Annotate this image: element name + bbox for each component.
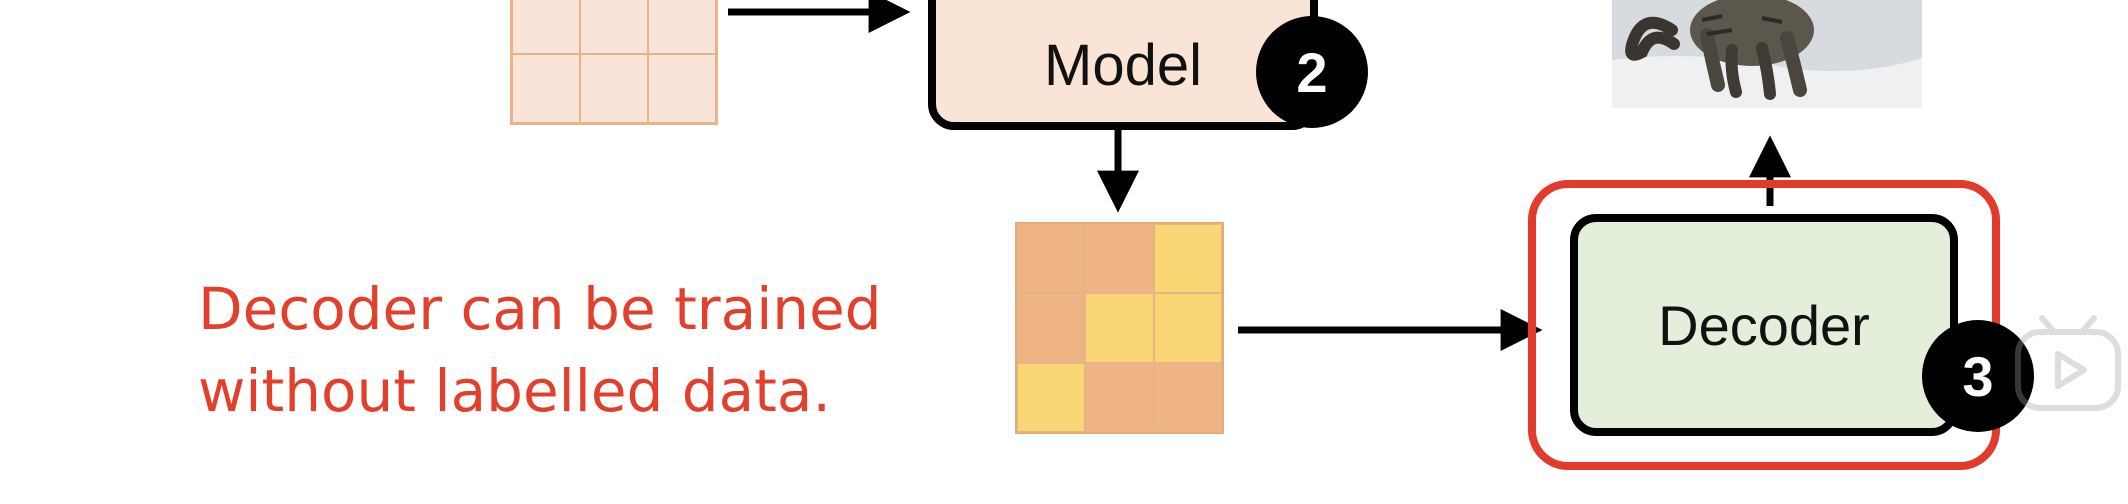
step-number: 3: [1962, 344, 1994, 408]
latent-cell: [1153, 362, 1222, 432]
decoder-label: Decoder: [1658, 293, 1870, 357]
step-badge-3: 3: [1922, 320, 2034, 432]
play-watermark-icon: [2012, 310, 2124, 414]
latent-cell: [1085, 293, 1154, 363]
note-line-2: without labelled data.: [198, 357, 831, 425]
note-line-1: Decoder can be trained: [198, 275, 882, 343]
latent-cell: [1017, 362, 1086, 432]
latent-cell: [1153, 224, 1222, 294]
cat-photo-icon: [1612, 0, 1922, 108]
grid-cell: [512, 54, 580, 123]
step-badge-2: 2: [1256, 16, 1368, 128]
grid-cell: [512, 0, 580, 54]
grid-cell: [580, 54, 648, 123]
grid-cell: [648, 54, 716, 123]
latent-cell: [1085, 224, 1154, 294]
step-number: 2: [1296, 40, 1328, 104]
grid-cell: [580, 0, 648, 54]
latent-grid: [1015, 222, 1224, 434]
latent-cell: [1017, 224, 1086, 294]
decoder-note: Decoder can be trained without labelled …: [198, 268, 918, 432]
model-box: Model: [928, 0, 1318, 130]
grid-cell: [648, 0, 716, 54]
input-grid: [510, 0, 718, 125]
model-label: Model: [1044, 32, 1202, 98]
latent-cell: [1017, 293, 1086, 363]
latent-cell: [1153, 293, 1222, 363]
decoder-box: Decoder: [1570, 214, 1958, 436]
latent-cell: [1085, 362, 1154, 432]
